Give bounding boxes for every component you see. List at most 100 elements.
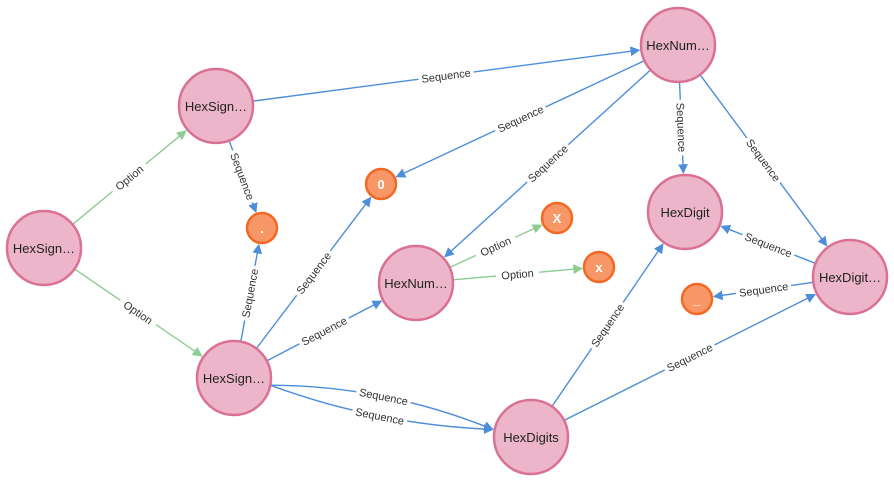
rule-node-circle [5, 209, 83, 287]
edge-label: Option [121, 299, 155, 327]
node-label: HexSign… [13, 241, 75, 256]
edge-e17[interactable]: Sequence [712, 278, 814, 301]
edge-label: Sequence [738, 281, 789, 300]
edge-label: Sequence [526, 143, 571, 185]
literal-node-circle [540, 201, 574, 235]
edge-label-bg [661, 338, 718, 377]
edge-label-bg [355, 384, 413, 409]
edge-e5[interactable]: Sequence [237, 243, 263, 342]
rule-node-circle [646, 173, 724, 251]
edge-e4[interactable]: Sequence [226, 140, 259, 214]
node-n-underscore[interactable]: _ [680, 282, 714, 316]
edge-e1[interactable]: Option [72, 130, 187, 225]
node-n-hexnum-mid[interactable]: HexNum… [377, 244, 455, 322]
node-n-hexsign-bottom[interactable]: HexSign… [195, 339, 273, 417]
edge-label: Sequence [300, 315, 349, 349]
node-label: X [553, 211, 562, 226]
rule-node-circle [811, 238, 889, 316]
node-n-lower-x[interactable]: x [582, 250, 616, 284]
node-n-hexdigits[interactable]: HexDigits [492, 398, 570, 476]
edge-label-bg [735, 278, 793, 301]
rule-node-circle [195, 339, 273, 417]
edge-label-bg [116, 294, 160, 331]
node-n-zero[interactable]: 0 [364, 167, 398, 201]
rule-node-circle [639, 6, 717, 84]
node-label: HexNum… [384, 276, 448, 291]
literal-node-circle [680, 282, 714, 316]
edge-label-bg [522, 139, 574, 188]
literal-node-circle [245, 211, 279, 245]
node-label: 0 [377, 177, 384, 192]
rule-node-circle [177, 67, 255, 145]
edge-label-group: Sequence [735, 278, 793, 301]
edge-label-bg [108, 158, 151, 197]
node-n-dot[interactable]: . [245, 211, 279, 245]
edge-label-group: Sequence [585, 298, 629, 353]
edge-label-bg [741, 133, 786, 187]
literal-node-circle [364, 167, 398, 201]
node-label: HexDigit [660, 205, 710, 220]
literal-node-circle [582, 250, 616, 284]
edge-label: Sequence [227, 151, 256, 202]
edge-e2[interactable]: Option [74, 268, 203, 357]
edge-e15[interactable]: Option [452, 264, 584, 283]
edge-label-bg [417, 65, 475, 87]
edge-label-bg [673, 99, 690, 156]
edge-label-bg [237, 264, 262, 322]
rule-node-circle [377, 244, 455, 322]
edge-label-group: Sequence [226, 147, 259, 205]
node-n-hexdigit[interactable]: HexDigit [646, 173, 724, 251]
node-label: . [260, 221, 264, 236]
edge-label-group: Sequence [661, 338, 718, 377]
edge-label-bg [739, 228, 797, 262]
edge-label-bg [226, 147, 259, 205]
edge-label: Sequence [589, 302, 627, 350]
edge-e14[interactable]: Option [449, 224, 543, 269]
edge-label: Option [501, 268, 534, 283]
edge-label-group: Sequence [351, 403, 409, 429]
edge-label-group: Sequence [237, 264, 262, 322]
node-label: x [595, 260, 603, 275]
edge-e7[interactable]: Sequence [266, 300, 383, 362]
node-label: HexNum… [646, 38, 710, 53]
edge-label-group: Sequence [492, 100, 549, 137]
edge-label-bg [351, 403, 409, 429]
edge-label-bg [291, 246, 336, 300]
edge-label-group: Sequence [673, 99, 690, 156]
node-label: HexDigit… [819, 270, 881, 285]
edge-e12[interactable]: Sequence [673, 81, 690, 175]
edge-e16[interactable]: Sequence [720, 224, 816, 265]
edge-label-group: Sequence [355, 384, 413, 409]
node-n-upper-x[interactable]: X [540, 201, 574, 235]
node-n-hexsign-left[interactable]: HexSign… [5, 209, 83, 287]
edge-label: Sequence [673, 103, 687, 153]
edge-label-bg [473, 230, 519, 262]
edge-label: Sequence [295, 250, 334, 297]
edge-label-group: Sequence [417, 65, 475, 87]
edge-label-group: Option [116, 294, 160, 331]
edge-label-group: Option [473, 230, 519, 262]
node-label: HexDigits [503, 430, 559, 445]
node-label: HexSign… [185, 99, 247, 114]
node-n-hexdigit-right[interactable]: HexDigit… [811, 238, 889, 316]
nodes-layer: HexSign… HexSign… HexSign… HexNum… HexNum… He… [5, 6, 889, 476]
edge-label-group: Option [108, 158, 151, 197]
edge-label-bg [585, 298, 629, 353]
edge-label-group: Option [495, 265, 540, 283]
edge-label: Sequence [743, 137, 782, 184]
rule-node-circle [492, 398, 570, 476]
edge-label-group: Sequence [522, 139, 574, 188]
edge-label: Sequence [421, 67, 472, 85]
node-n-hexsign-top[interactable]: HexSign… [177, 67, 255, 145]
edge-label-bg [495, 265, 540, 283]
node-n-hexnum-top[interactable]: HexNum… [639, 6, 717, 84]
edge-label-bg [492, 100, 549, 137]
edge-label-group: Sequence [291, 246, 336, 300]
edge-label-group: Sequence [739, 228, 797, 262]
edge-e3[interactable]: Sequence [252, 46, 641, 102]
node-label: HexSign… [203, 371, 265, 386]
edge-label-group: Sequence [741, 133, 786, 187]
